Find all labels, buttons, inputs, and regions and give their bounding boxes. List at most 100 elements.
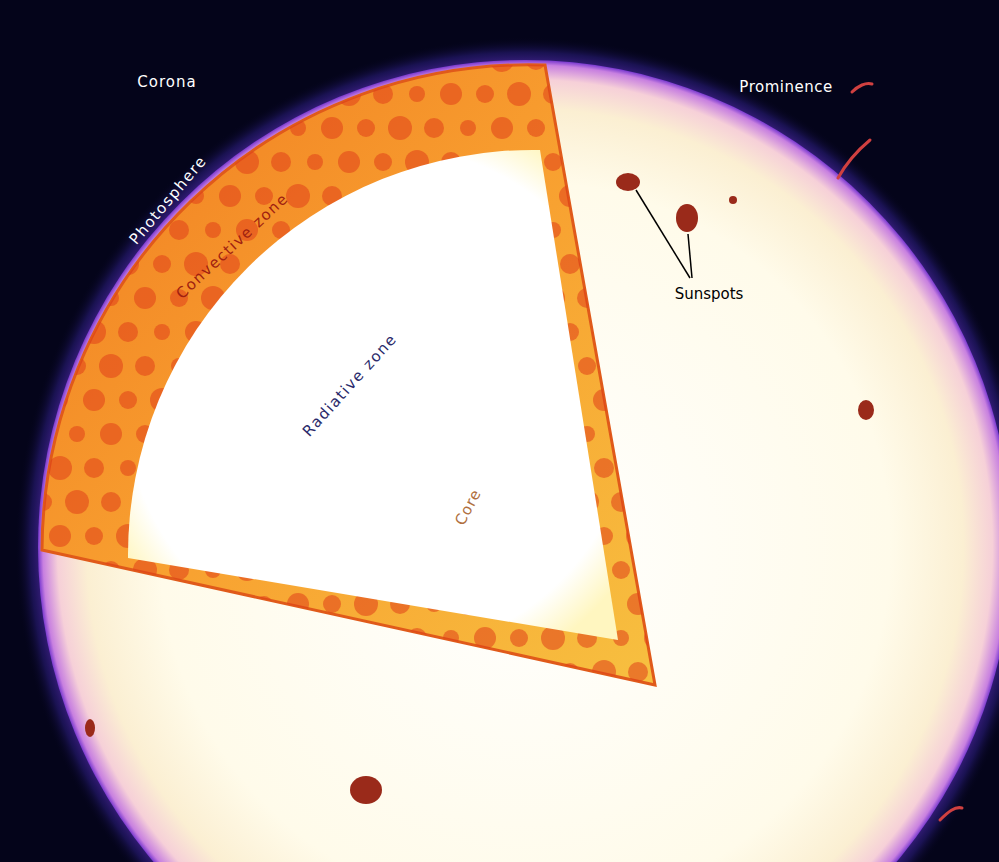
granule	[273, 630, 289, 646]
granule	[593, 389, 615, 411]
granule	[48, 116, 72, 140]
granule	[610, 83, 632, 105]
granule	[593, 49, 615, 71]
granule	[678, 491, 700, 513]
granule	[50, 594, 70, 614]
granule	[391, 663, 409, 681]
granule	[474, 627, 496, 649]
granule	[694, 252, 718, 276]
photosphere-disc	[38, 60, 999, 862]
granule	[596, 256, 612, 272]
granule	[340, 629, 358, 647]
granule	[151, 117, 173, 139]
granule	[306, 85, 324, 103]
granule	[65, 150, 89, 174]
granule	[103, 630, 119, 646]
granule	[663, 595, 681, 613]
granule	[559, 185, 581, 207]
granule	[424, 118, 444, 138]
granule	[595, 187, 613, 205]
granule	[677, 82, 701, 106]
granule	[562, 52, 578, 68]
granule	[644, 627, 666, 649]
granule	[118, 662, 138, 682]
granule	[629, 391, 647, 409]
corona-glow	[15, 37, 999, 862]
leader-line	[636, 190, 690, 278]
granule	[592, 320, 616, 344]
granule	[31, 286, 55, 310]
sunspot	[616, 173, 640, 191]
granule	[578, 357, 596, 375]
granule	[48, 456, 72, 480]
granule	[101, 152, 121, 172]
granule	[697, 119, 715, 137]
prominence-wisp	[852, 83, 872, 92]
granule	[628, 662, 648, 682]
granule	[677, 422, 701, 446]
granule	[289, 51, 307, 69]
prominence-wisp	[940, 808, 962, 820]
granule	[423, 49, 445, 71]
granule	[135, 356, 155, 376]
granule	[220, 594, 240, 614]
granule	[85, 527, 103, 545]
granule	[696, 390, 716, 410]
granule	[52, 392, 68, 408]
granule	[664, 324, 680, 340]
leader-lines	[636, 190, 692, 278]
granule	[373, 84, 393, 104]
radiative-zone	[128, 150, 618, 640]
granule	[33, 84, 53, 104]
granule	[239, 86, 255, 102]
granule	[476, 85, 494, 103]
granule	[69, 426, 85, 442]
granule	[69, 86, 85, 102]
granule	[611, 492, 631, 512]
granule	[254, 118, 274, 138]
granule	[577, 288, 597, 308]
granule	[117, 593, 139, 615]
granule	[65, 490, 89, 514]
granule	[120, 120, 136, 136]
granule	[86, 596, 102, 612]
granule	[271, 152, 291, 172]
granule	[119, 391, 137, 409]
granule	[560, 254, 580, 274]
granule	[459, 51, 477, 69]
granule	[184, 592, 208, 616]
granule	[644, 287, 666, 309]
sunspot	[676, 204, 698, 232]
granule	[84, 458, 104, 478]
granule	[252, 660, 276, 684]
granule	[646, 85, 664, 103]
granule	[320, 48, 344, 72]
granule	[681, 358, 697, 374]
granule	[154, 664, 170, 680]
corona-label: Corona	[137, 74, 196, 91]
granule	[460, 120, 476, 136]
granule	[594, 458, 614, 478]
granule	[86, 256, 102, 272]
granule	[270, 83, 292, 105]
granule	[679, 560, 699, 580]
granule	[150, 48, 174, 72]
sunspot	[85, 719, 95, 737]
granule	[388, 116, 412, 140]
granule	[443, 630, 459, 646]
granule	[661, 117, 683, 139]
granule	[120, 460, 136, 476]
granule	[35, 222, 51, 238]
prominence-wisp	[838, 140, 870, 178]
granule	[355, 661, 377, 683]
granule	[558, 116, 582, 140]
granule	[33, 424, 53, 444]
granule	[222, 52, 238, 68]
granule	[643, 558, 667, 582]
granule	[256, 596, 272, 612]
granule	[407, 628, 427, 648]
granule	[185, 661, 207, 683]
granule	[85, 187, 103, 205]
granule	[494, 664, 510, 680]
